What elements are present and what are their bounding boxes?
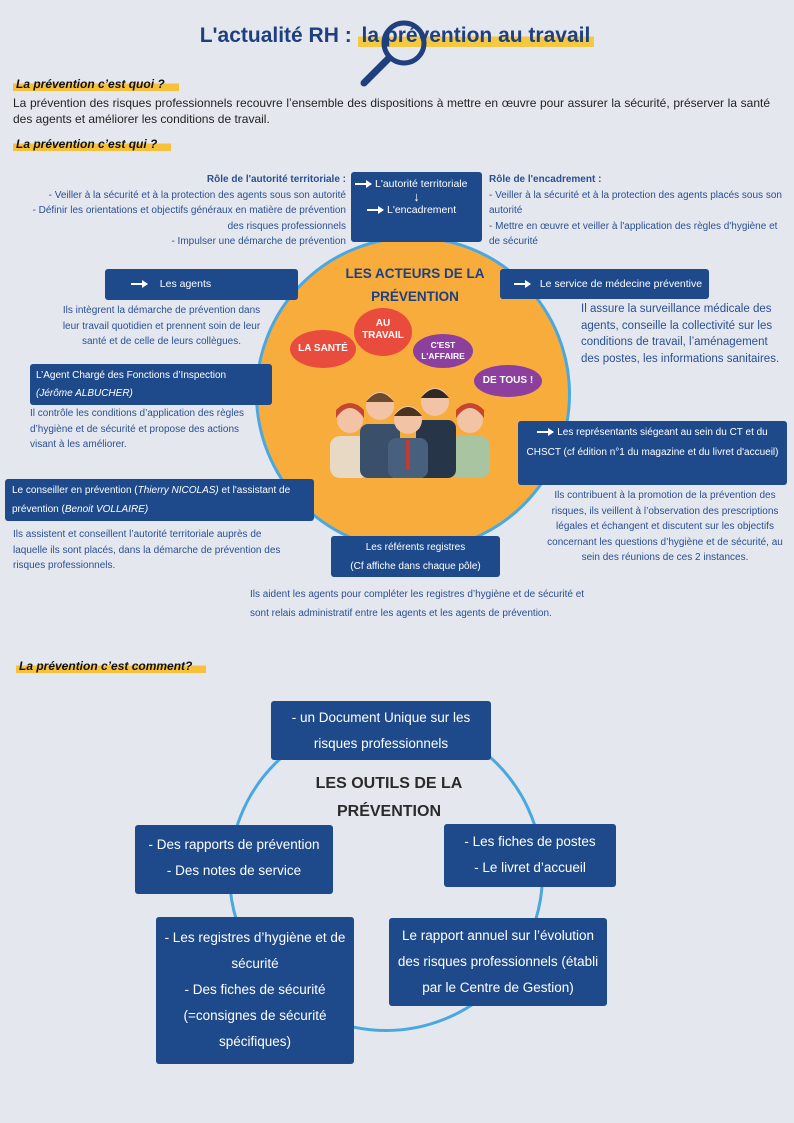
- bubble-sante: LA SANTÉ: [290, 330, 356, 368]
- team-illustration: [330, 388, 490, 478]
- assistant-name: Benoit VOLLAIRE): [64, 504, 149, 515]
- agents-box: Les agents: [105, 269, 298, 300]
- tool-registres: - Les registres d’hygiène et de sécurité…: [156, 917, 354, 1064]
- referents-text-line: sont relais administratif entre les agen…: [250, 608, 552, 619]
- bubble-affaire: C'EST L'AFFAIRE: [413, 334, 473, 368]
- agents-label: Les agents: [159, 278, 212, 290]
- arrow-right-icon: [514, 280, 531, 289]
- bubble-tous: DE TOUS !: [474, 365, 542, 397]
- tool-line: - Des fiches de sécurité (=consignes de …: [183, 982, 327, 1049]
- referents-sublabel: (Cf affiche dans chaque pôle): [350, 561, 481, 572]
- bubble-travail: AU TRAVAIL: [354, 308, 412, 356]
- arrow-down-icon: ↓: [413, 189, 420, 204]
- magnifier-icon: [360, 20, 427, 87]
- assistant-label: et l'assistant de prévention (: [12, 485, 291, 515]
- section-quoi: La prévention c’est quoi ?: [13, 77, 179, 91]
- arrow-right-icon: [537, 428, 555, 437]
- tool-document-unique: - un Document Unique sur les risques pro…: [271, 701, 491, 760]
- conseiller-label: Le conseiller en prévention (: [12, 485, 138, 496]
- title-prefix: L'actualité RH :: [199, 24, 358, 47]
- medecine-label: Le service de médecine préventive: [539, 278, 703, 290]
- referents-box: Les référents registres (Cf affiche dans…: [331, 536, 500, 577]
- arrow-right-icon: [355, 180, 372, 189]
- tool-line: - Les fiches de postes: [464, 834, 596, 849]
- role-autorite-line: - Impulser une démarche de prévention: [171, 236, 346, 247]
- role-encadrement: Rôle de l'encadrement : - Veiller à la s…: [489, 172, 785, 250]
- representants-box: Les représentants siégeant au sein du CT…: [518, 421, 787, 485]
- section-qui: La prévention c’est qui ?: [13, 137, 172, 151]
- arrow-right-icon: [131, 280, 148, 289]
- referents-text-line: Ils aident les agents pour compléter les…: [250, 589, 585, 600]
- role-autorite-line: - Définir les orientations et objectifs …: [32, 205, 346, 232]
- acfi-box: L’Agent Chargé des Fonctions d’Inspectio…: [30, 364, 272, 405]
- conseiller-text: Ils assistent et conseillent l’autorité …: [13, 529, 281, 571]
- tool-line: - Le livret d’accueil: [474, 860, 586, 875]
- role-encadrement-line: - Mettre en œuvre et veiller à l'applica…: [489, 220, 778, 248]
- referents-text: Ils aident les agents pour compléter les…: [250, 585, 630, 623]
- acfi-label: L’Agent Chargé des Fonctions d’Inspectio…: [36, 370, 227, 381]
- conseiller-box: Le conseiller en prévention (Thierry NIC…: [5, 479, 314, 521]
- role-autorite-line: - Veiller à la sécurité et à la protecti…: [48, 189, 346, 201]
- agents-text: Ils intègrent la démarche de prévention …: [62, 305, 261, 347]
- acfi-name: (Jérôme ALBUCHER): [36, 388, 133, 399]
- conseiller-name: Thierry NICOLAS): [137, 485, 219, 496]
- encadrement-label: L'encadrement: [387, 204, 457, 216]
- role-encadrement-title: Rôle de l'encadrement :: [489, 174, 602, 185]
- arrow-right-icon: [367, 206, 384, 215]
- role-encadrement-line: - Veiller à la sécurité et à la protecti…: [489, 189, 782, 217]
- tool-line: - Les registres d’hygiène et de sécurité: [164, 930, 346, 971]
- tool-line: - Des rapports de prévention: [148, 837, 320, 852]
- role-autorite: Rôle de l'autorité territoriale : - Veil…: [30, 172, 346, 250]
- tool-line: - Des notes de service: [166, 863, 302, 878]
- intro-text: La prévention des risques professionnels…: [13, 96, 770, 126]
- medecine-text: Il assure la surveillance médicale des a…: [581, 303, 780, 365]
- representants-text: Ils contribuent à la promotion de la pré…: [547, 490, 783, 563]
- autorite-label: L'autorité territoriale: [375, 178, 468, 190]
- tool-rapport-annuel: Le rapport annuel sur l’évolution des ri…: [389, 918, 607, 1006]
- referents-label: Les référents registres: [365, 542, 466, 553]
- section-comment: La prévention c’est comment?: [16, 659, 207, 673]
- acfi-text: Il contrôle les conditions d’application…: [30, 408, 245, 450]
- autorite-box: L'autorité territoriale ↓ L'encadrement: [351, 172, 482, 242]
- tool-rapports: - Des rapports de prévention - Des notes…: [135, 825, 333, 894]
- representants-label: Les représentants siégeant au sein du CT…: [526, 427, 779, 458]
- role-autorite-title: Rôle de l'autorité territoriale :: [206, 174, 346, 185]
- tool-fiches: - Les fiches de postes - Le livret d’acc…: [444, 824, 616, 887]
- tools-center-title: LES OUTILS DE LA PRÉVENTION: [315, 775, 463, 820]
- medecine-box: Le service de médecine préventive: [500, 269, 709, 299]
- actors-center-title: LES ACTEURS DE LA PRÉVENTION: [345, 266, 485, 304]
